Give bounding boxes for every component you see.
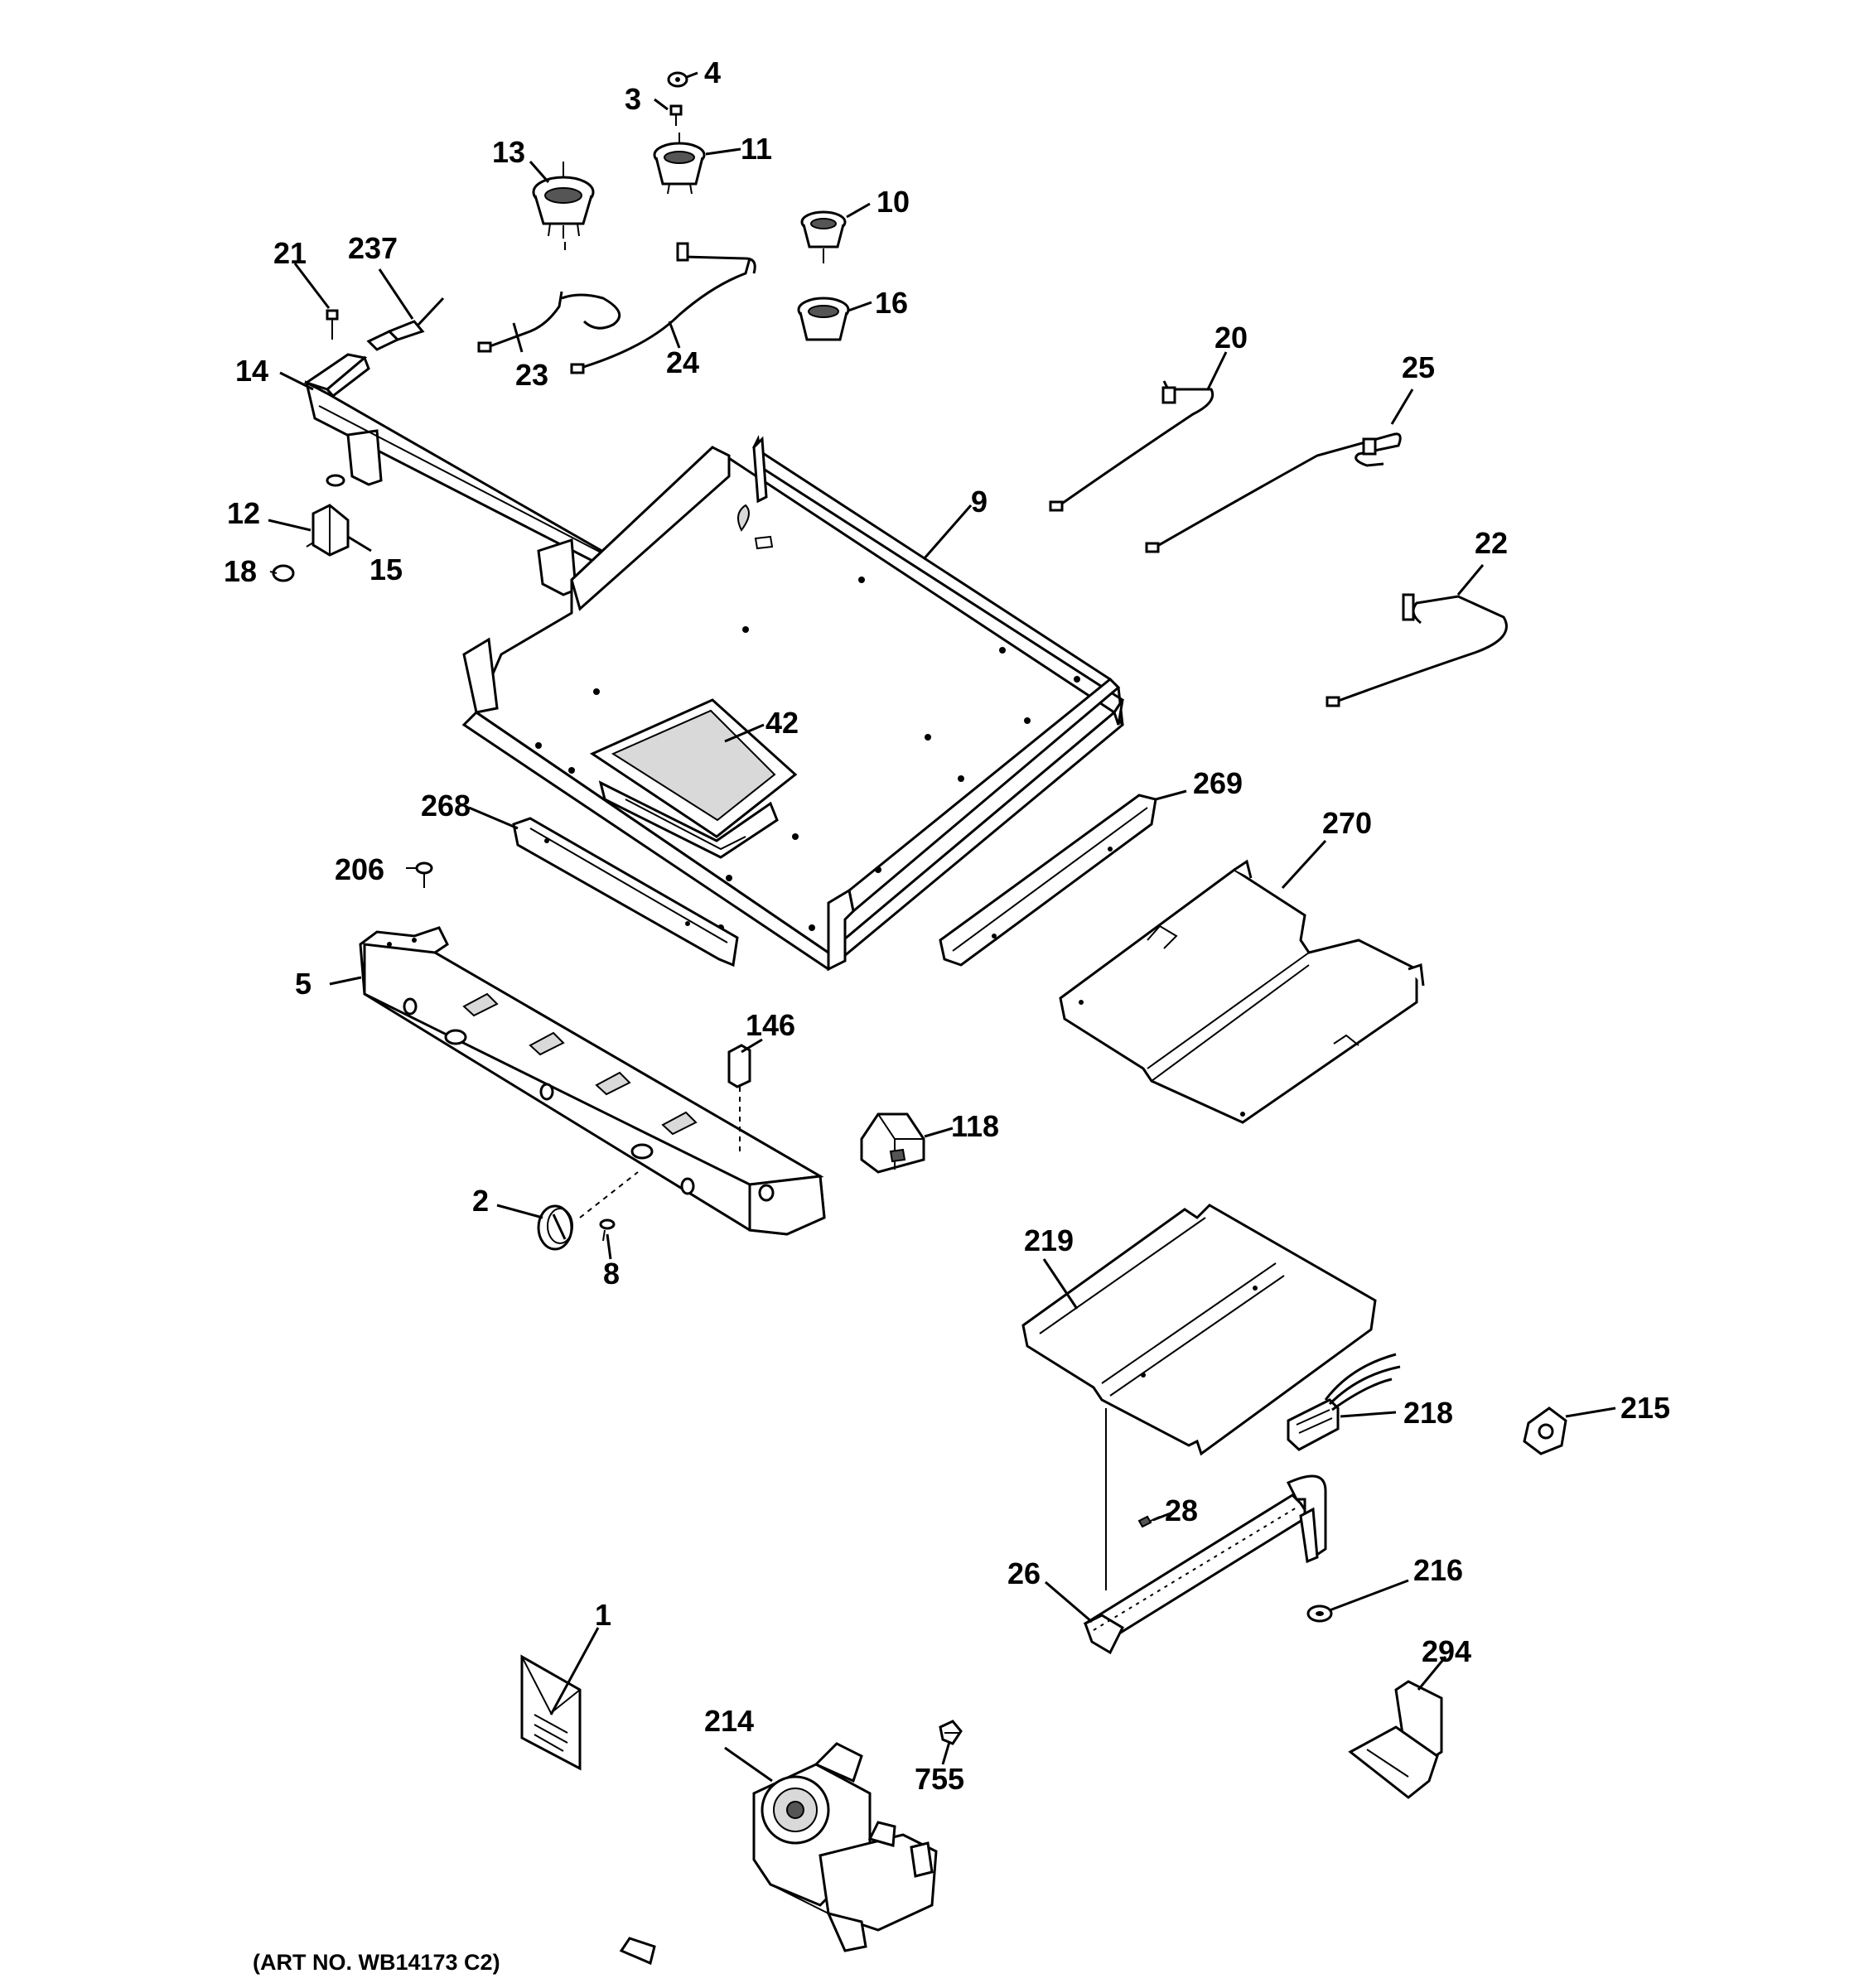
screw-21 [326,309,339,340]
tube-20 [1049,380,1214,512]
label-42: 42 [765,706,799,740]
fitting-237 [366,297,445,351]
label-25: 25 [1402,350,1435,384]
label-11: 11 [741,132,772,166]
nut-18 [269,564,295,582]
screw-206 [406,861,433,888]
screw-8 [599,1218,616,1242]
igniter-218 [1287,1353,1401,1451]
label-216: 216 [1413,1553,1463,1587]
burner-head-10 [800,210,847,263]
label-23: 23 [515,358,548,392]
regulator-214 [619,1742,938,1966]
label-269: 269 [1193,766,1243,800]
label-9: 9 [971,485,988,519]
oven-burner-26 [1083,1474,1327,1655]
burner-head-11 [653,133,706,195]
tube-22 [1326,593,1508,707]
label-146: 146 [746,1008,795,1042]
label-16: 16 [875,286,908,320]
label-20: 20 [1214,321,1248,355]
label-4: 4 [704,55,721,89]
label-237: 237 [348,231,398,265]
part-labels: 4 3 11 13 10 16 21 237 14 23 24 20 25 9 … [224,55,1670,1796]
clip-146 [727,1044,751,1156]
nut-4 [667,71,688,88]
label-215: 215 [1620,1391,1670,1425]
oven-shield-219 [1021,1204,1377,1590]
tube-24 [570,242,756,374]
label-18: 18 [224,554,257,588]
label-294: 294 [1422,1634,1471,1668]
bracket-294 [1348,1680,1443,1799]
label-3: 3 [625,82,641,116]
label-206: 206 [335,852,384,886]
burner-head-16 [797,297,850,341]
screw-3 [669,104,683,126]
manifold-panel-5 [359,926,826,1236]
label-218: 218 [1403,1396,1453,1430]
label-270: 270 [1322,806,1372,840]
leader-lines [268,71,1616,1783]
clip-755 [939,1720,963,1745]
manifold-14 [303,353,640,596]
label-14: 14 [235,354,268,388]
label-1: 1 [595,1598,611,1632]
label-28: 28 [1165,1493,1198,1527]
label-5: 5 [295,967,311,1001]
assembly-guide-line [579,1171,639,1218]
label-15: 15 [369,552,403,586]
label-219: 219 [1024,1223,1074,1257]
label-26: 26 [1007,1556,1041,1590]
art-number: (ART NO. WB14173 C2) [253,1950,500,1975]
label-10: 10 [876,185,910,219]
label-2: 2 [472,1184,489,1218]
rail-268 [512,817,739,967]
label-268: 268 [421,789,471,823]
label-118: 118 [951,1109,999,1143]
valve-bracket-12 [306,474,350,557]
label-12: 12 [227,496,260,530]
label-24: 24 [666,345,699,379]
bracket-118 [860,1112,925,1174]
label-22: 22 [1475,526,1508,560]
heat-shield-270 [1059,859,1425,1124]
label-214: 214 [704,1704,754,1738]
knob-2 [537,1204,573,1251]
label-21: 21 [273,236,307,270]
tube-23 [477,291,621,353]
label-13: 13 [492,135,525,169]
rail-269 [939,794,1157,967]
label-8: 8 [603,1257,620,1291]
grommet-216 [1306,1604,1333,1623]
burner-head-13 [532,162,595,250]
tube-25 [1145,432,1402,553]
bracket-215 [1523,1407,1567,1455]
label-755: 755 [915,1762,964,1796]
